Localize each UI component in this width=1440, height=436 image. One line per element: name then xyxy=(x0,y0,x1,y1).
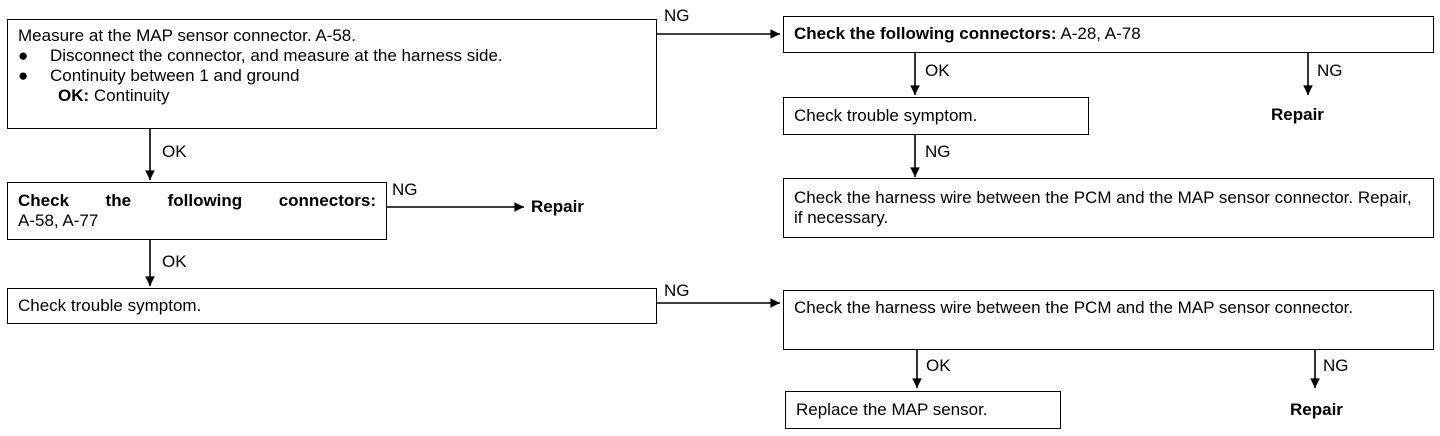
r2-box: Check trouble symptom. xyxy=(783,97,1089,135)
step2-title: Check the following connectors: xyxy=(18,191,376,210)
label-ok-step2: OK xyxy=(162,252,187,271)
label-ok-step1: OK xyxy=(162,142,187,161)
r3-text: Check the harness wire between the PCM a… xyxy=(794,188,1412,227)
repair-step2: Repair xyxy=(531,197,584,216)
bullet-icon: ● xyxy=(18,46,29,65)
label-ok-r1: OK xyxy=(925,61,950,80)
r1-box: Check the following connectors: A-28, A-… xyxy=(783,16,1434,53)
step2-box: Check the following connectors: A-58, A-… xyxy=(7,182,387,240)
step1-ok-label: OK: xyxy=(58,86,90,105)
r2-text: Check trouble symptom. xyxy=(794,106,978,125)
bullet-icon: ● xyxy=(18,66,29,85)
label-ng-r2: NG xyxy=(925,142,951,161)
r1-title: Check the following connectors: xyxy=(794,24,1057,43)
label-ng-r4: NG xyxy=(1323,356,1349,375)
label-ng-r1: NG xyxy=(1317,61,1343,80)
r1-connectors: A-28, A-78 xyxy=(1060,24,1141,43)
r5-box: Replace the MAP sensor. xyxy=(785,391,1061,429)
repair-r4: Repair xyxy=(1290,400,1343,419)
label-ng-step2: NG xyxy=(392,180,418,199)
label-ok-r4: OK xyxy=(926,356,951,375)
step2-connectors: A-58, A-77 xyxy=(18,211,99,230)
step3-box: Check trouble symptom. xyxy=(7,288,657,324)
r5-text: Replace the MAP sensor. xyxy=(796,400,988,419)
repair-r1: Repair xyxy=(1271,105,1324,124)
r4-box: Check the harness wire between the PCM a… xyxy=(783,290,1434,350)
r4-text: Check the harness wire between the PCM a… xyxy=(794,298,1354,317)
step1-box: Measure at the MAP sensor connector. A-5… xyxy=(7,19,657,129)
label-ng-step1: NG xyxy=(664,6,690,25)
step1-ok-line: OK: Continuity xyxy=(18,86,646,106)
r3-box: Check the harness wire between the PCM a… xyxy=(783,178,1434,238)
step1-bullet-1: ● Disconnect the connector, and measure … xyxy=(18,46,503,65)
label-ng-step3: NG xyxy=(664,281,690,300)
step3-text: Check trouble symptom. xyxy=(18,296,202,315)
step1-bullet-2: ● Continuity between 1 and ground xyxy=(18,66,300,85)
step1-title: Measure at the MAP sensor connector. A-5… xyxy=(18,26,356,45)
step1-ok-value: Continuity xyxy=(93,86,170,105)
